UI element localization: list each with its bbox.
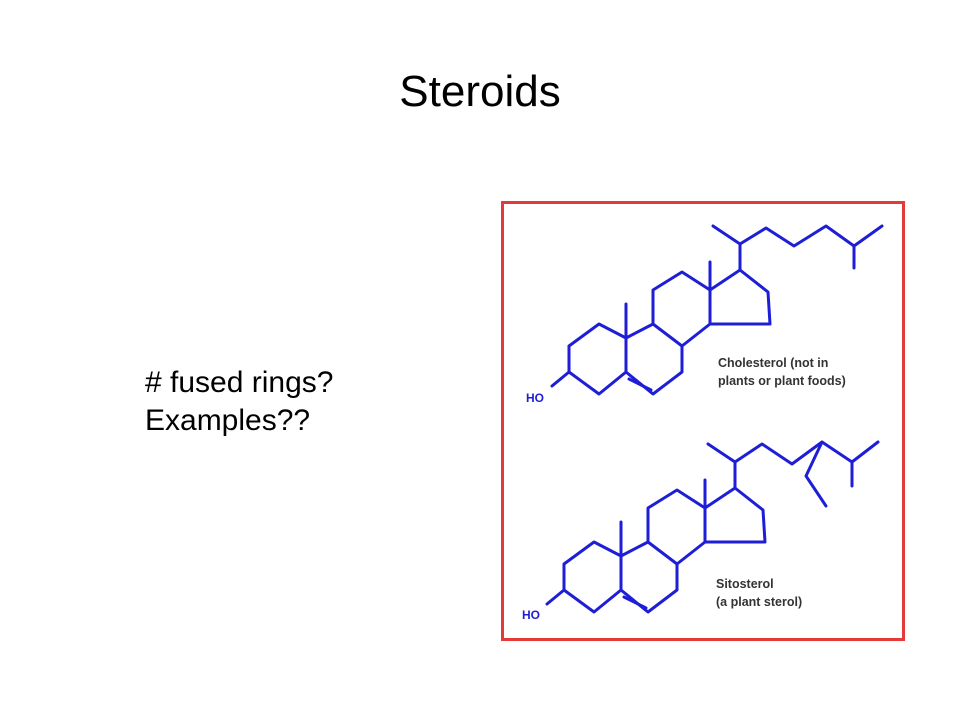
sitosterol-side-chain <box>733 440 880 490</box>
structure-drawing: HO Cholesterol (not in plants or plant f… <box>522 224 884 622</box>
cholesterol-double-bond <box>627 377 653 392</box>
cholesterol-side-chain-methyl-1 <box>711 224 742 246</box>
cholesterol-side-chain <box>738 224 884 272</box>
sitosterol-ho-bond <box>545 588 566 606</box>
bullet-examples: Examples?? <box>145 404 311 437</box>
sitosterol-structure: HO Sitosterol (a plant sterol) <box>522 440 880 622</box>
sitosterol-caption-line-1: Sitosterol <box>716 577 774 591</box>
cholesterol-structure: HO Cholesterol (not in plants or plant f… <box>526 224 884 405</box>
sitosterol-ring-d <box>703 486 767 544</box>
cholesterol-ho-bond <box>550 370 571 388</box>
sitosterol-ho-label: HO <box>522 608 540 622</box>
bullet-fused-rings: # fused rings? <box>145 366 334 399</box>
cholesterol-ring-b <box>624 322 684 396</box>
slide-title: Steroids <box>399 67 561 116</box>
steroid-structures-figure: HO Cholesterol (not in plants or plant f… <box>501 201 905 641</box>
sitosterol-ethyl-branch <box>804 440 828 508</box>
cholesterol-caption-line-1: Cholesterol (not in <box>718 356 828 370</box>
cholesterol-ring-a <box>567 322 628 396</box>
cholesterol-ring-d <box>708 268 772 326</box>
cholesterol-ho-label: HO <box>526 391 544 405</box>
sitosterol-caption-line-2: (a plant sterol) <box>716 595 802 609</box>
sitosterol-ring-a <box>562 540 623 614</box>
sitosterol-ring-b <box>619 540 679 614</box>
slide-body: # fused rings? Examples?? <box>145 364 333 440</box>
cholesterol-ring-c <box>651 270 712 348</box>
sitosterol-double-bond <box>622 595 648 610</box>
cholesterol-caption-line-2: plants or plant foods) <box>718 374 846 388</box>
sitosterol-ring-c <box>646 488 707 566</box>
sitosterol-side-chain-methyl-1 <box>706 442 737 464</box>
